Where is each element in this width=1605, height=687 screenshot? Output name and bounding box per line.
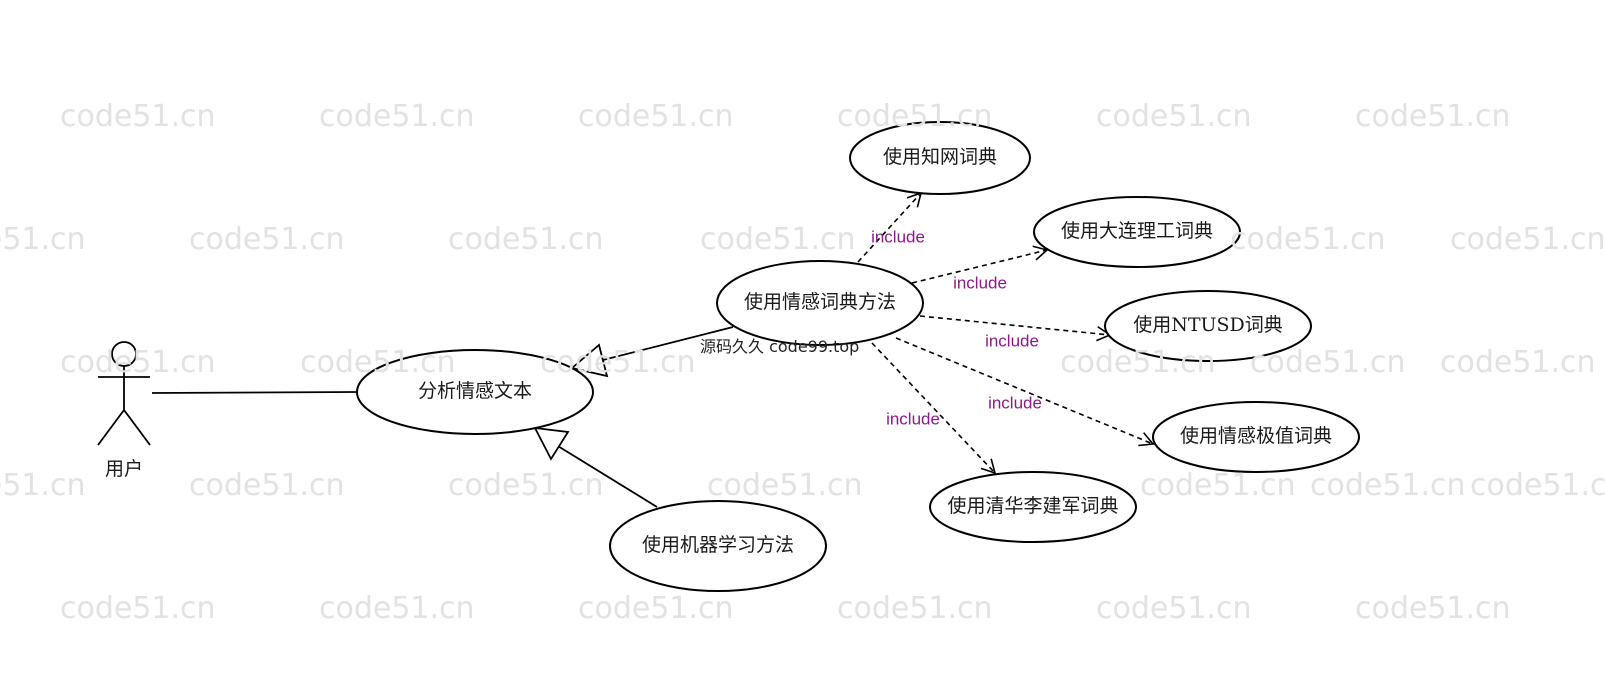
watermark-text: code51.cn [1060,345,1216,380]
watermark-text: code51.cn [707,468,863,503]
include-extreme: include [895,337,1155,447]
include-label: include [886,409,940,428]
actor-label: 用户 [105,458,143,480]
use-case-label: 使用大连理工词典 [1061,220,1213,242]
use-case-hownet[interactable]: 使用知网词典 [849,121,1031,195]
use-case-label: 使用情感极值词典 [1180,425,1332,447]
watermark-text: code51.cn [189,222,345,257]
use-case-ml-method[interactable]: 使用机器学习方法 [609,500,827,592]
use-case-extreme[interactable]: 使用情感极值词典 [1152,401,1360,473]
watermark-text: code51.cn [1230,222,1386,257]
watermark-text: code51.cn [1355,591,1511,626]
watermark-text: code51.cn [448,468,604,503]
watermark-text: code51.cn [319,0,475,3]
watermark-text: code51.cn [1450,222,1605,257]
watermark-text: code51.cn [837,0,993,3]
watermark-text: code51.cn [1355,0,1511,3]
watermark-text: code51.cn [319,99,475,134]
use-case-analyze[interactable]: 分析情感文本 [356,349,594,435]
include-hownet: include [857,191,925,263]
watermark-text: code51.cn [578,99,734,134]
watermark-text: code51.cn [578,0,734,3]
watermark-text: code51.cn [1440,345,1596,380]
actor-user[interactable]: 用户 [97,341,151,480]
use-case-label: 使用机器学习方法 [642,534,794,556]
watermark-text: code51.cn [837,99,993,134]
use-case-dlut[interactable]: 使用大连理工词典 [1033,196,1241,268]
association-user-analyze [151,391,358,394]
include-dlut: include [911,245,1049,292]
watermark-text: code51.cn [837,591,993,626]
watermark-text: code51.cn [700,222,856,257]
use-case-label: 分析情感文本 [418,380,532,402]
use-case-tsinghua[interactable]: 使用清华李建军词典 [929,471,1137,543]
watermark-text: code51.cn [60,591,216,626]
watermark-layer: code51.cn code51.cn code51.cn code51.cn code… [0,0,1605,626]
watermark-text: code51.cn [1096,0,1252,3]
use-case-label: 使用清华李建军词典 [947,495,1118,517]
use-case-label: 使用情感词典方法 [744,291,896,313]
use-case-ntusd[interactable]: 使用NTUSD词典 [1104,290,1312,362]
watermark-text: code51.cn [1096,99,1252,134]
watermark-text: code51.cn [60,99,216,134]
watermark-text: code51.cn [540,345,696,380]
watermark-text: code51.cn [0,222,86,257]
generalization-ml [533,426,658,508]
source-note: 源码久久 code99.top [700,337,859,356]
generalization-lexicon [570,326,734,378]
watermark-text: code51.cn [1310,468,1466,503]
watermark-text: code51.cn [578,591,734,626]
watermark-text: code51.cn [1096,591,1252,626]
watermark-text: code51.cn [1140,468,1296,503]
include-ntusd: include [919,315,1112,350]
watermark-text: code51.cn [319,591,475,626]
include-label: include [871,227,925,246]
watermark-text: code51.cn [448,222,604,257]
use-case-lexicon-method[interactable]: 使用情感词典方法 [716,260,924,346]
watermark-text: code51.cn [1250,345,1406,380]
include-label: include [985,331,1039,350]
watermark-text: code51.cn [1355,99,1511,134]
watermark-text: code51.cn [60,0,216,3]
watermark-text: code51.cn [0,468,86,503]
include-label: include [988,393,1042,412]
watermark-text: code51.cn [189,468,345,503]
watermark-text: code51.cn [300,345,456,380]
include-tsinghua: include [871,342,997,475]
include-label: include [953,273,1007,292]
watermark-text: code51.cn [1470,468,1605,503]
watermark-text: code51.cn [60,345,216,380]
use-case-label: 使用NTUSD词典 [1133,314,1283,336]
use-case-label: 使用知网词典 [883,146,997,168]
